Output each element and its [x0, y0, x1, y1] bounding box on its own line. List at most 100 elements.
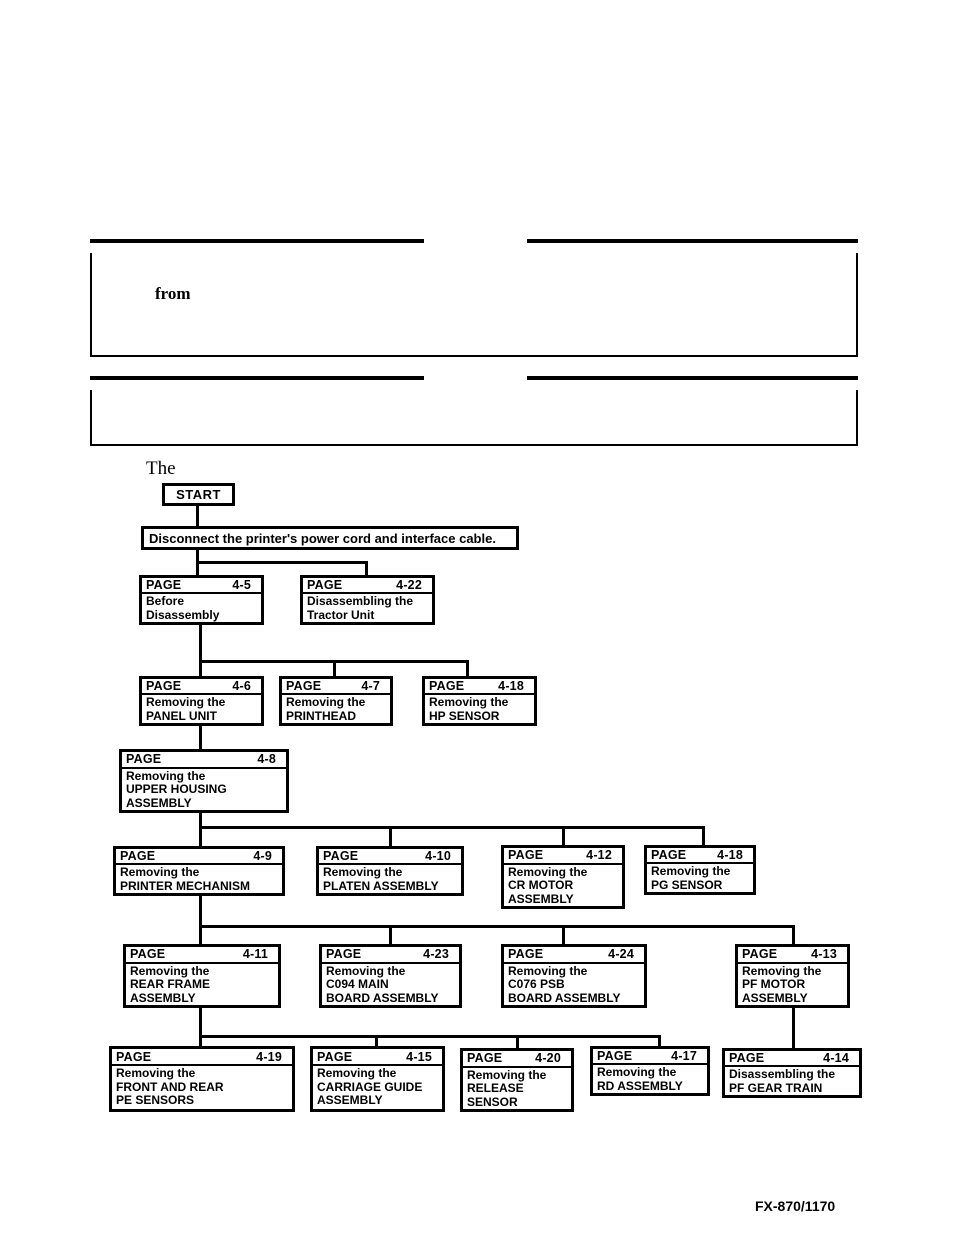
node-header: PAGE 4-18 — [425, 679, 534, 695]
node-header: PAGE 4-20 — [463, 1051, 571, 1068]
connector-row5-bus — [199, 826, 705, 829]
page-label: PAGE — [429, 679, 465, 693]
node-line: PE SENSORS — [116, 1093, 195, 1107]
page-number: 4-7 — [361, 679, 380, 693]
page-number: 4-8 — [257, 752, 276, 767]
node-line: PLATEN ASSEMBLY — [323, 878, 439, 893]
start-label: START — [176, 487, 221, 502]
page-number: 4-18 — [717, 848, 743, 862]
node-line: PANEL UNIT — [146, 708, 217, 723]
connector-pf-motor-to-pf-gear-train — [792, 1008, 795, 1048]
node-body: Removing the RELEASE SENSOR — [463, 1068, 571, 1110]
node-body: Removing the RD ASSEMBLY — [593, 1065, 707, 1093]
connector-printer-mechanism-drop — [199, 896, 202, 928]
node-body: Removing the PRINTHEAD — [282, 695, 390, 723]
connector-bus-to-pg-sensor — [702, 826, 705, 847]
connector-upper-housing-drop — [199, 813, 202, 830]
node-line: PF GEAR TRAIN — [729, 1080, 823, 1095]
note-frame-upper-rule-left — [90, 239, 424, 243]
connector-row7-bus — [199, 1035, 661, 1038]
node-header: PAGE 4-18 — [647, 848, 753, 864]
node-line: FRONT AND REAR — [116, 1079, 224, 1094]
flowchart-heading: The — [146, 458, 176, 479]
note-frame-lower-top-gap — [92, 388, 856, 393]
node-pf-gear-train: PAGE 4-14 Disassembling the PF GEAR TRAI… — [722, 1048, 862, 1098]
node-line: Disassembling the — [307, 594, 414, 608]
page-label: PAGE — [323, 849, 359, 863]
node-line: Removing the — [742, 963, 822, 978]
note-frame-upper-rule-right — [527, 239, 858, 243]
node-panel-unit: PAGE 4-6 Removing the PANEL UNIT — [139, 676, 264, 726]
page-label: PAGE — [597, 1049, 633, 1063]
note-upper-text: from — [155, 284, 191, 303]
node-line: RD ASSEMBLY — [597, 1078, 683, 1093]
node-line: Removing the — [120, 865, 200, 879]
page-footer: FX-870/1170 — [755, 1198, 836, 1214]
node-line: SENSOR — [467, 1094, 518, 1109]
node-header: PAGE 4-19 — [112, 1049, 292, 1066]
node-line: Removing the — [651, 864, 731, 878]
node-line: Removing the — [508, 963, 588, 978]
node-header: PAGE 4-14 — [725, 1051, 859, 1067]
node-line: RELEASE — [467, 1081, 524, 1095]
node-line: Removing the — [326, 963, 406, 978]
node-body: Removing the FRONT AND REAR PE SENSORS — [112, 1066, 292, 1109]
node-line: Removing the — [323, 865, 403, 879]
node-body: Disassembling the Tractor Unit — [303, 594, 432, 622]
node-cr-motor: PAGE 4-12 Removing the CR MOTOR ASSEMBLY — [501, 845, 625, 909]
node-release-sensor: PAGE 4-20 Removing the RELEASE SENSOR — [460, 1048, 574, 1112]
connector-bus-to-pf-motor — [792, 925, 795, 945]
connector-bus-to-tractor-unit — [365, 561, 368, 576]
node-line: Removing the — [429, 695, 509, 709]
node-line: Removing the — [597, 1065, 677, 1079]
node-body: Removing the PF MOTOR ASSEMBLY — [738, 964, 847, 1006]
node-line: Removing the — [317, 1066, 397, 1080]
page-number: 4-18 — [498, 679, 524, 693]
node-c094-main-board: PAGE 4-23 Removing the C094 MAIN BOARD A… — [319, 944, 462, 1008]
node-header: PAGE 4-9 — [116, 849, 282, 865]
page-label: PAGE — [317, 1049, 353, 1064]
note-frame-lower-rule-left — [90, 376, 424, 380]
page-number: 4-20 — [535, 1051, 561, 1066]
note-frame-upper-top-gap — [92, 251, 856, 256]
node-line: ASSEMBLY — [317, 1093, 383, 1107]
node-body: Removing the UPPER HOUSING ASSEMBLY — [122, 769, 286, 811]
connector-bus-to-panel-unit — [199, 660, 202, 677]
page-label: PAGE — [651, 848, 687, 862]
node-pf-motor: PAGE 4-13 Removing the PF MOTOR ASSEMBLY — [735, 944, 850, 1008]
node-line: UPPER HOUSING — [126, 782, 227, 796]
node-header: PAGE 4-22 — [303, 578, 432, 594]
connector-instruction-drop — [196, 550, 199, 563]
connector-bus-to-before-disassembly — [196, 561, 199, 576]
node-line: ASSEMBLY — [130, 990, 196, 1005]
connector-panel-unit-to-upper-housing — [199, 726, 202, 750]
connector-bus-to-c094-main-board — [389, 925, 392, 945]
node-carriage-guide: PAGE 4-15 Removing the CARRIAGE GUIDE AS… — [310, 1046, 445, 1112]
node-line: ASSEMBLY — [508, 891, 574, 906]
node-line: ASSEMBLY — [126, 795, 192, 810]
connector-bus-to-pe-sensors — [199, 1035, 202, 1048]
connector-bus-to-rear-frame — [199, 925, 202, 945]
node-upper-housing: PAGE 4-8 Removing the UPPER HOUSING ASSE… — [119, 749, 289, 813]
page-label: PAGE — [326, 947, 362, 962]
page-number: 4-11 — [242, 947, 268, 962]
node-rd-assembly: PAGE 4-17 Removing the RD ASSEMBLY — [590, 1046, 710, 1096]
instruction-text: Disconnect the printer's power cord and … — [149, 530, 496, 546]
connector-start-to-instruction — [196, 506, 199, 526]
connector-bus-to-rd-assembly — [658, 1035, 661, 1048]
instruction-node: Disconnect the printer's power cord and … — [141, 526, 519, 550]
page-number: 4-9 — [253, 849, 272, 863]
node-header: PAGE 4-6 — [142, 679, 261, 695]
page-number: 4-17 — [671, 1049, 697, 1063]
page-number: 4-13 — [811, 947, 837, 962]
page-label: PAGE — [120, 849, 156, 863]
page-label: PAGE — [307, 578, 343, 592]
page-number: 4-23 — [423, 947, 449, 962]
node-line: PG SENSOR — [651, 877, 723, 892]
node-body: Removing the HP SENSOR — [425, 695, 534, 723]
node-line: Removing the — [116, 1066, 196, 1080]
node-pg-sensor: PAGE 4-18 Removing the PG SENSOR — [644, 845, 756, 895]
connector-before-disassembly-drop — [199, 625, 202, 663]
node-line: C076 PSB — [508, 977, 565, 991]
node-line: Disassembling the — [729, 1067, 836, 1081]
